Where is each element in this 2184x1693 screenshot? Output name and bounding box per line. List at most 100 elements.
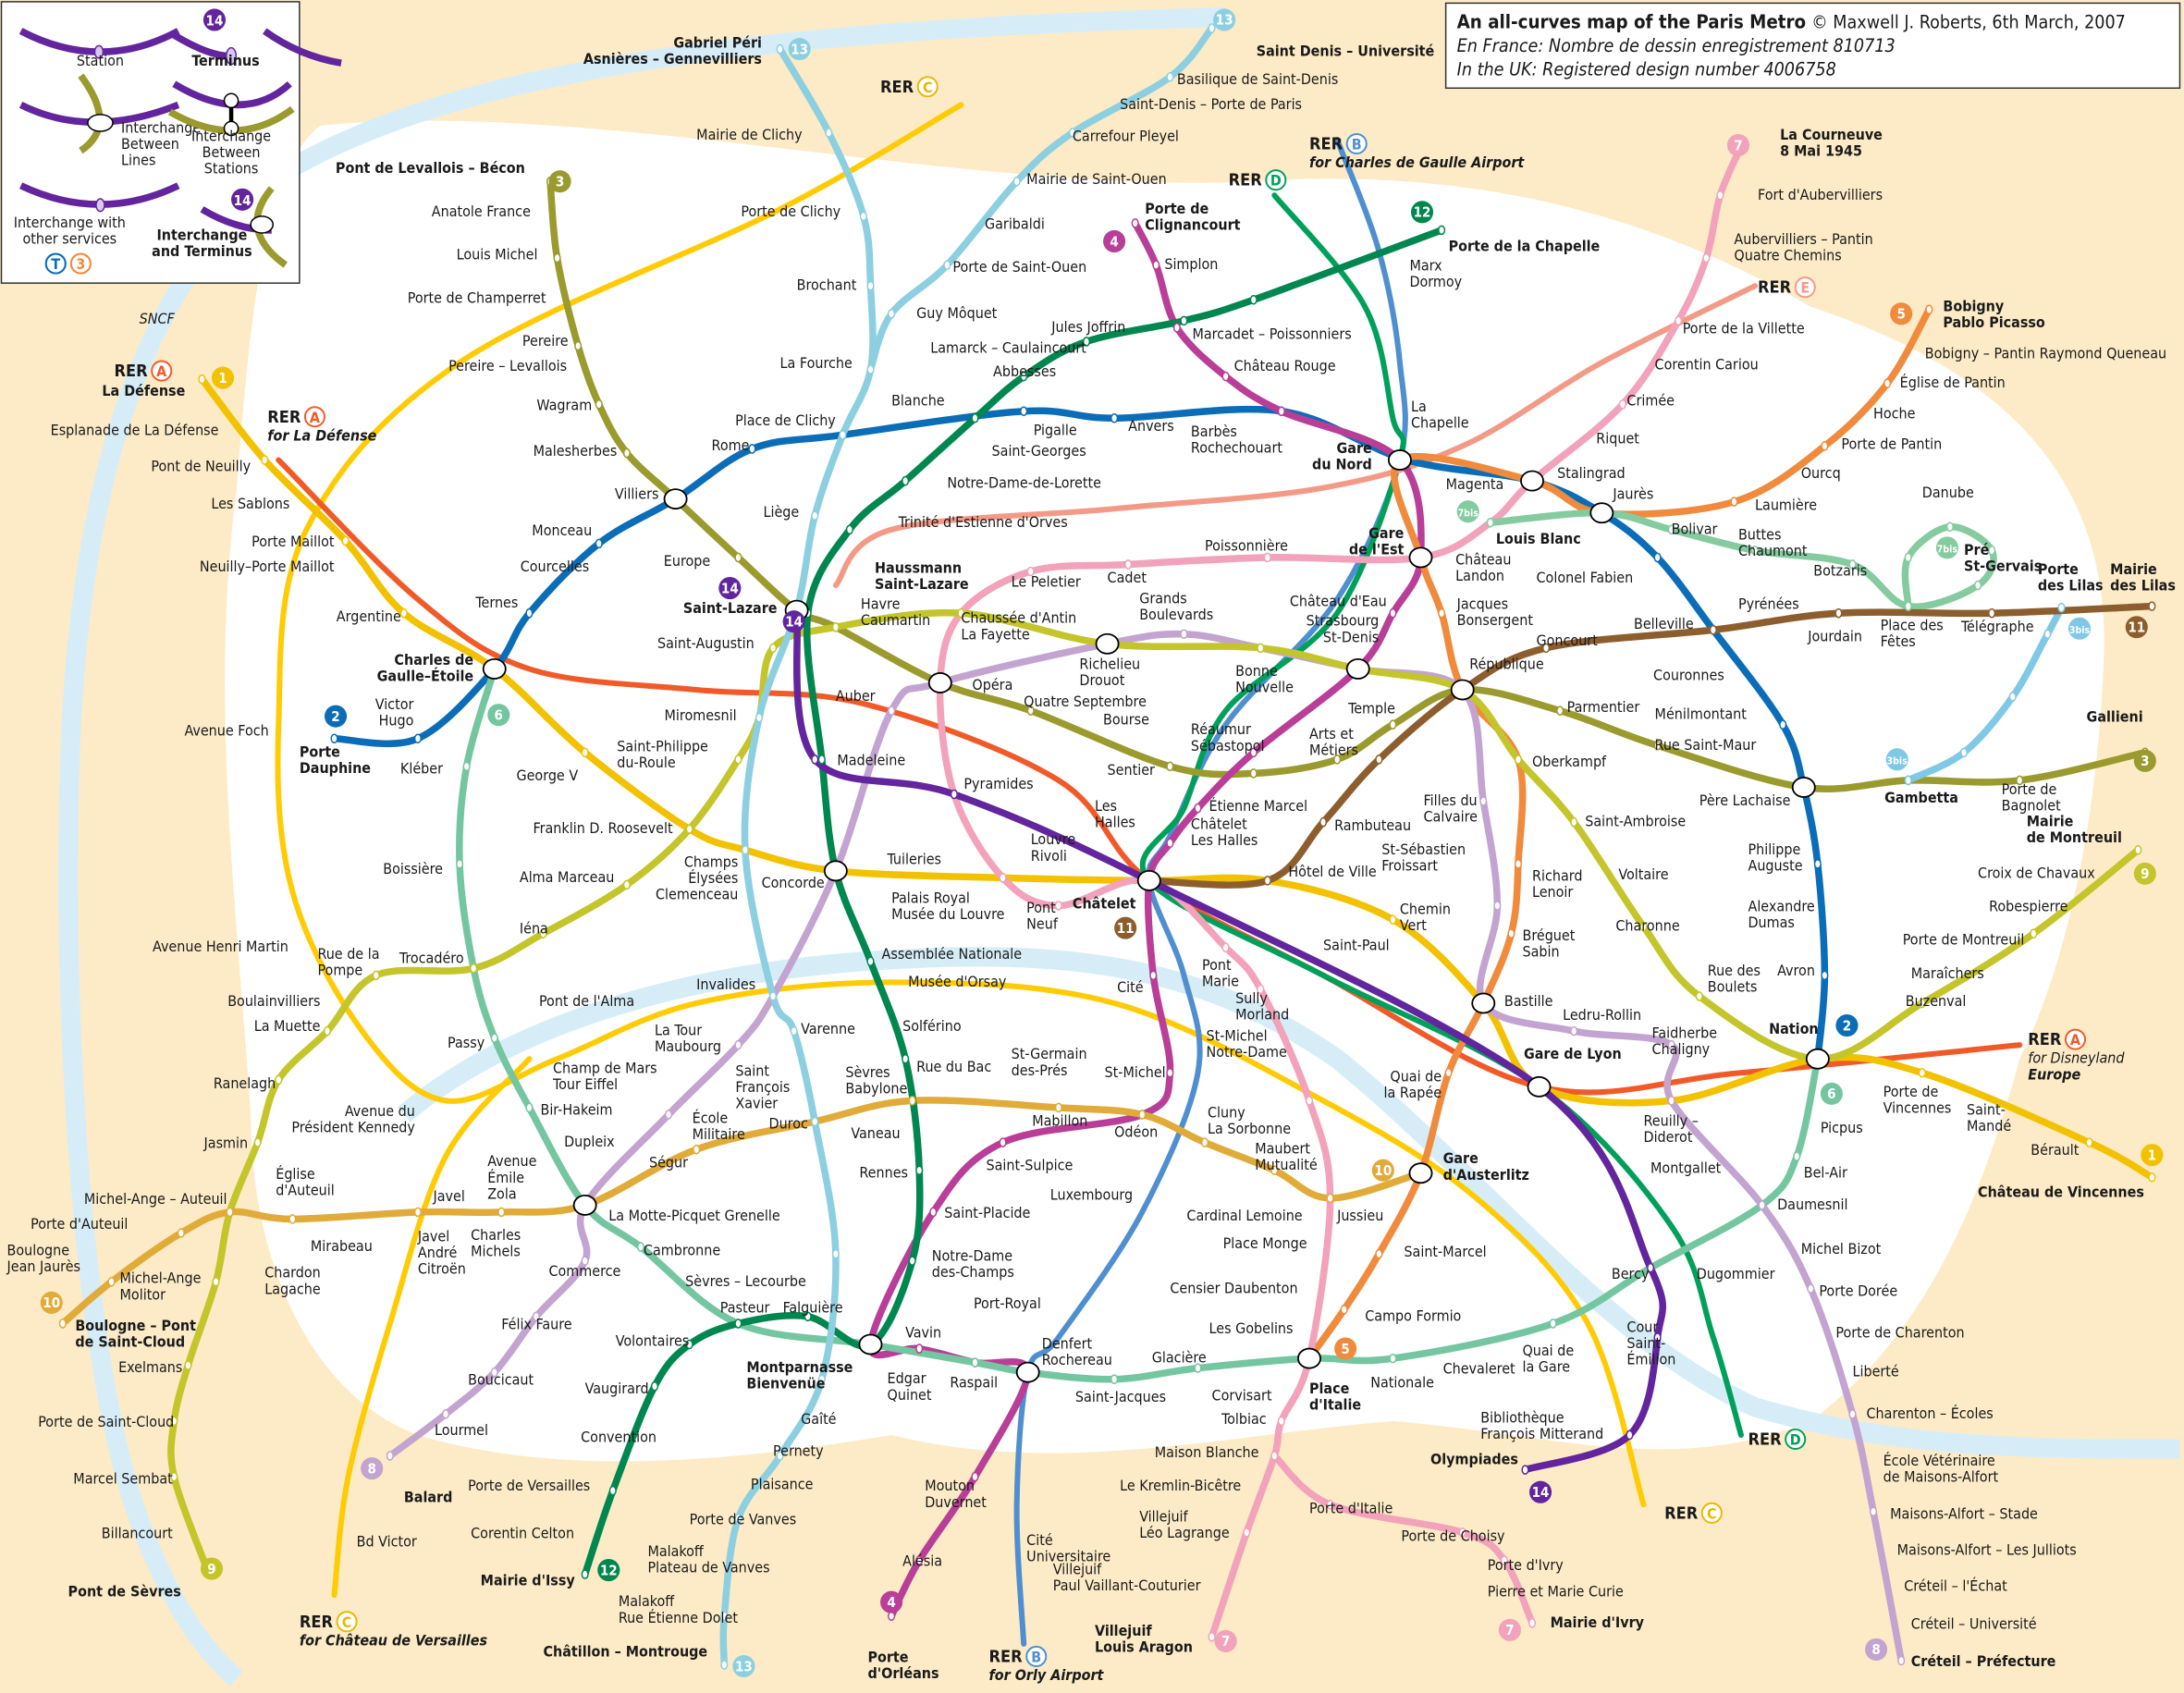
- station-label: Voltaire: [1618, 865, 1668, 883]
- station-marker: [1221, 942, 1230, 952]
- station-label: Pont de Neuilly: [151, 458, 251, 475]
- interchange-marker: [1527, 1075, 1552, 1098]
- station-label: Odéon: [1114, 1123, 1158, 1141]
- station-label: Place de Clichy: [735, 411, 836, 429]
- station-marker: [825, 128, 833, 138]
- legend-station: Station: [77, 52, 124, 69]
- station-marker: [1897, 1655, 1906, 1666]
- badge-circle: [40, 1291, 63, 1314]
- interchange-marker: [1450, 679, 1475, 701]
- rer-letter: B: [1352, 136, 1362, 153]
- station-marker: [804, 1311, 812, 1322]
- station-marker: [1730, 497, 1738, 507]
- station-label: République: [1469, 655, 1544, 672]
- station-marker: [1653, 741, 1662, 751]
- station-label: Poissonnière: [1205, 536, 1288, 554]
- rer-letter: D: [1790, 1430, 1801, 1448]
- station-label: Porte de Saint-Ouen: [952, 258, 1086, 276]
- badge-circle: [1865, 1638, 1888, 1661]
- station-marker: [1695, 991, 1703, 1001]
- legend-station-a: [223, 92, 239, 109]
- station-label: Porte de Saint-Cloud: [38, 1413, 174, 1430]
- station-marker: [1486, 517, 1494, 528]
- interchange-marker: [482, 657, 507, 680]
- legend-station-b: [223, 120, 239, 137]
- station-marker: [212, 1276, 220, 1287]
- station-marker: [462, 761, 471, 772]
- station-label: George V: [516, 767, 578, 784]
- station-label: Gallieni: [2087, 708, 2143, 726]
- station-marker: [734, 1319, 742, 1329]
- station-marker: [1918, 1068, 1926, 1078]
- station-marker: [999, 873, 1007, 883]
- line-badge-12: 12: [597, 1559, 620, 1582]
- line-badge-2: 2: [1835, 1014, 1859, 1037]
- station-marker: [790, 1025, 798, 1037]
- station-label: Bel-Air: [1804, 1163, 1847, 1181]
- station-marker: [908, 1096, 916, 1106]
- interchange-marker: [858, 1333, 883, 1356]
- badge-number: 6: [1827, 1086, 1835, 1102]
- station-marker: [1166, 761, 1174, 772]
- station-marker: [768, 991, 778, 1001]
- rer-letter: C: [342, 1613, 352, 1631]
- rer-letter: C: [1707, 1504, 1717, 1522]
- station-marker: [525, 1102, 534, 1113]
- station-label: Château d'Eau: [1290, 593, 1387, 610]
- line-badge-9: 9: [200, 1557, 224, 1580]
- line-badge-7: 7: [1726, 133, 1750, 157]
- station-marker: [1054, 1102, 1062, 1113]
- station-marker: [1807, 1283, 1815, 1294]
- badge-circle: [1371, 1159, 1394, 1182]
- station-marker: [539, 928, 547, 939]
- station-label: Étienne Marcel: [1209, 797, 1308, 815]
- interchange-marker: [572, 1194, 597, 1216]
- station-marker: [811, 510, 819, 521]
- station-label: Jasmin: [203, 1135, 249, 1152]
- rer-text: RER: [115, 362, 149, 381]
- legend-interchange-icon: [87, 114, 114, 132]
- line-badge-13: 13: [1213, 8, 1236, 31]
- line-badge-11: 11: [2125, 616, 2148, 639]
- station-label: Garibaldi: [985, 215, 1045, 232]
- station-label: Porte de Choisy: [1401, 1527, 1505, 1544]
- badge-number: 12: [600, 1562, 618, 1578]
- badge-circle: [1103, 229, 1126, 253]
- station-marker: [1172, 323, 1181, 333]
- station-label: Oberkampf: [1532, 753, 1607, 770]
- station-label: Goncourt: [1537, 632, 1599, 649]
- station-label: Porte d'Ivry: [1488, 1556, 1564, 1574]
- badge-number: 7: [1505, 1622, 1514, 1638]
- registration-uk: In the UK: Registered design number 4006…: [1457, 59, 1836, 80]
- station-marker: [1200, 1137, 1209, 1147]
- station-label: Dugommier: [1697, 1265, 1775, 1282]
- station-label: Stalingrad: [1557, 464, 1626, 482]
- station-label: Neuilly–Porte Maillot: [200, 558, 335, 575]
- station-marker: [1973, 580, 1982, 591]
- station-label: Carrefour Pleyel: [1073, 128, 1179, 145]
- badge-number: 7: [1734, 137, 1742, 153]
- interchange-marker: [1095, 632, 1120, 655]
- station-label: Wagram: [536, 396, 592, 413]
- station-marker: [1514, 754, 1523, 765]
- station-label: Porte d'Italie: [1309, 1499, 1393, 1516]
- station-marker: [1068, 128, 1076, 138]
- station-label: Créteil – Préfecture: [1911, 1652, 2056, 1670]
- station-marker: [1821, 970, 1829, 981]
- station-marker: [950, 789, 958, 800]
- station-label: Trinité d'Estienne d'Orves: [898, 513, 1068, 531]
- station-label: Père Lachaise: [1699, 791, 1791, 809]
- station-label: Bir-Hakeim: [540, 1100, 612, 1118]
- station-label: Mirabeau: [311, 1237, 373, 1255]
- station-label: Notre-Dame-de-Lorette: [947, 474, 1101, 492]
- station-marker: [470, 963, 478, 974]
- station-marker: [817, 1374, 826, 1384]
